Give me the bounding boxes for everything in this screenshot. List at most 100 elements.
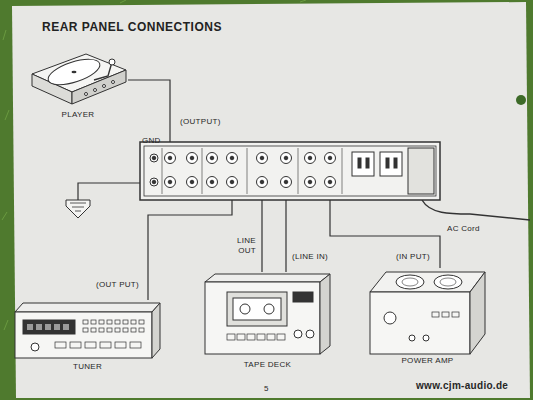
cord-label: AC Cord (447, 224, 480, 234)
jack-pin (230, 180, 234, 184)
level-knob (294, 330, 302, 338)
power-amp-drawing (370, 268, 485, 354)
power-amp: POWER AMP (370, 268, 485, 366)
control-button (432, 312, 439, 317)
display-digit (27, 324, 33, 330)
device-label: TAPE DECK (205, 360, 330, 370)
rca-jack (207, 177, 218, 188)
transport-button (277, 334, 285, 340)
jack-pin (308, 180, 312, 184)
meter-ring (440, 278, 456, 286)
preset-button (99, 320, 104, 324)
watermark: www.cjm-audio.de (416, 381, 508, 391)
outlet-slot (358, 158, 361, 168)
ground-hatch (70, 203, 86, 211)
function-button (115, 342, 126, 348)
signal-cable (330, 200, 440, 268)
meter (434, 275, 462, 289)
control-knob (423, 335, 429, 341)
signal-cable (128, 80, 170, 142)
device-label: POWER AMP (370, 356, 485, 366)
power-supply-block (408, 148, 434, 194)
function-button (85, 342, 96, 348)
jack-pin (260, 180, 264, 184)
tape-reel (240, 304, 250, 314)
cassette-window (227, 292, 287, 326)
preset-button (115, 320, 120, 324)
preset-button (131, 320, 136, 324)
volume-knob (384, 312, 396, 324)
rca-jack (257, 153, 268, 164)
rca-jack (227, 153, 238, 164)
connector-label: (LINE IN) (292, 252, 328, 262)
jack-pin (152, 180, 156, 184)
rear-panel: GND (140, 142, 440, 200)
connector-label: LINE OUT (224, 236, 256, 256)
connector-label: (OUTPUT) (180, 117, 221, 127)
tape-deck: TAPE DECK (205, 272, 330, 370)
rca-jack (325, 177, 336, 188)
function-button (55, 342, 66, 348)
transport-button (257, 334, 265, 340)
transport-button (227, 334, 235, 340)
ac-outlet (352, 152, 374, 176)
platter (45, 54, 103, 90)
preset-button (99, 328, 104, 332)
preset-button (107, 320, 112, 324)
rca-jack (165, 177, 176, 188)
outlet-slot (386, 158, 389, 168)
tuner-display (23, 320, 75, 334)
connector-label: (IN PUT) (396, 252, 430, 262)
jack-pin (284, 180, 288, 184)
rca-jack (281, 177, 292, 188)
control-button (442, 312, 449, 317)
preset-button (83, 328, 88, 332)
display-digit (54, 324, 60, 330)
panel-inner (144, 146, 436, 196)
spindle (72, 71, 77, 73)
tuner-front (15, 312, 152, 358)
tuner: TUNER (15, 300, 160, 372)
jack-pin (328, 156, 332, 160)
display-digit (45, 324, 51, 330)
jack-pin (210, 180, 214, 184)
preset-button (91, 328, 96, 332)
turntable: PLAYER (28, 48, 128, 120)
tape-deck-drawing (205, 272, 330, 358)
signal-cable (261, 200, 262, 272)
jack-pin (190, 156, 194, 160)
transport-button (237, 334, 245, 340)
preset-button (123, 320, 128, 324)
transport-button (247, 334, 255, 340)
rca-jack (305, 177, 316, 188)
panel-divider (247, 148, 248, 194)
control-button (94, 89, 97, 92)
rca-jack (281, 153, 292, 164)
rca-jack (257, 177, 268, 188)
panel-divider (342, 148, 343, 194)
amp-top (370, 272, 485, 292)
rca-jack (207, 153, 218, 164)
amp-side (470, 272, 485, 354)
function-button (70, 342, 81, 348)
rca-jack (150, 154, 158, 162)
turntable-drawing (28, 48, 128, 108)
tuning-knob (31, 343, 39, 351)
rca-jack (325, 153, 336, 164)
control-button (452, 312, 459, 317)
preset-button (123, 328, 128, 332)
jack-pin (168, 180, 172, 184)
paper-page (12, 2, 530, 398)
ground-wire (78, 183, 140, 200)
function-button (130, 342, 141, 348)
preset-button (115, 328, 120, 332)
outlet-slot (366, 158, 369, 168)
deck-side (320, 274, 330, 354)
ac-outlet (380, 152, 402, 176)
jack-pin (152, 156, 156, 160)
meter-ring (402, 278, 418, 286)
jack-pin (190, 180, 194, 184)
jack-pin (284, 156, 288, 160)
outlet-slot (394, 158, 397, 168)
